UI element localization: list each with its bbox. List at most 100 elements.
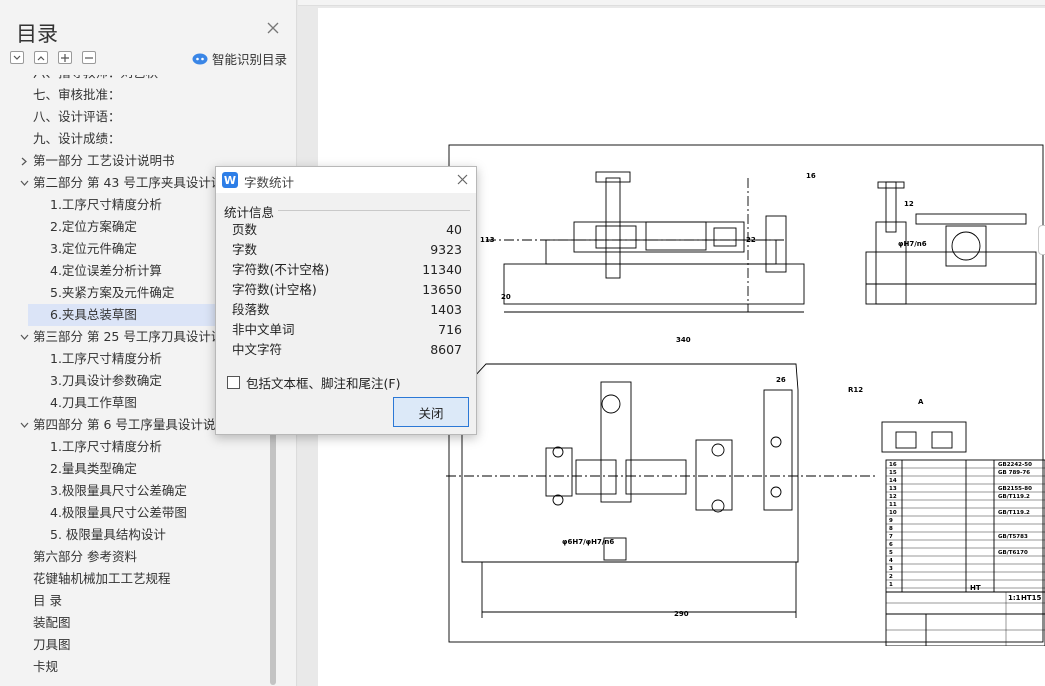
toc-item-label: 刀具图: [33, 637, 71, 652]
add-level-button[interactable]: [58, 51, 72, 64]
part-row-number: 1: [889, 582, 893, 588]
stat-value: 8607: [430, 342, 462, 357]
expand-all-button[interactable]: [34, 51, 48, 64]
part-row-number: 6: [889, 542, 893, 548]
toc-item-label: 六、指导教师：刘艺秋: [33, 75, 158, 80]
toc-item-label: 3.定位元件确定: [50, 241, 137, 256]
stat-label: 字数: [232, 242, 258, 257]
smart-robot-icon: [192, 53, 208, 64]
toc-subitem[interactable]: 5. 极限量具结构设计: [8, 524, 166, 546]
toc-subitem[interactable]: 4.刀具工作草图: [8, 392, 137, 414]
toc-list: 六、指导教师：刘艺秋七、审核批准：八、设计评语： 九、设计成绩： 第一部分 工艺设计…: [8, 75, 288, 686]
toc-subitem[interactable]: 5.夹紧方案及元件确定: [8, 282, 174, 304]
collapse-all-button[interactable]: [10, 51, 24, 64]
toc-subitem[interactable]: 1.工序尺寸精度分析: [8, 436, 162, 458]
dimension-label: φH7/n6: [898, 240, 927, 248]
stat-value: 9323: [430, 242, 462, 257]
toc-item[interactable]: 六、指导教师：刘艺秋: [8, 75, 158, 84]
part-row-number: 14: [889, 478, 897, 484]
standard-code: GB2242-50: [998, 462, 1032, 468]
toc-subitem[interactable]: 6.夹具总装草图: [28, 304, 253, 326]
part-row-number: 4: [889, 558, 893, 564]
chevron-down-icon: [13, 55, 21, 60]
chevron-right-icon[interactable]: [18, 150, 30, 172]
smart-toc-button[interactable]: 智能识别目录: [192, 49, 287, 68]
toc-subitem[interactable]: 4.定位误差分析计算: [8, 260, 162, 282]
toc-item[interactable]: 花键轴机械加工工艺规程: [8, 568, 171, 590]
stat-label: 字符数(计空格): [232, 282, 317, 297]
toc-item[interactable]: 九、设计成绩：: [8, 128, 121, 150]
dimension-label: φ6H7/φH7/n6: [562, 538, 614, 546]
part-row-number: 7: [889, 534, 893, 540]
dimension-label: 340: [676, 336, 691, 344]
stat-label: 中文字符: [232, 342, 283, 357]
stat-row: 字数 9323: [232, 240, 462, 260]
part-row-number: 11: [889, 502, 897, 508]
remove-level-button[interactable]: [82, 51, 96, 64]
toc-item[interactable]: 第四部分 第 6 号工序量具设计说明书: [8, 414, 240, 436]
toc-item[interactable]: 第六部分 参考资料: [8, 546, 137, 568]
toc-item[interactable]: 装配图: [8, 612, 71, 634]
stat-label: 段落数: [232, 302, 270, 317]
toc-item[interactable]: 第三部分 第 25 号工序刀具设计说明书: [8, 326, 248, 348]
standard-code: GB/T5783: [998, 534, 1028, 540]
toc-subitem[interactable]: 2.量具类型确定: [8, 458, 137, 480]
dimension-label: R12: [848, 386, 863, 394]
standard-code: GB2155-80: [998, 486, 1032, 492]
toc-scrollbar[interactable]: [270, 200, 276, 685]
stat-value: 716: [438, 322, 462, 337]
toc-item-label: 第一部分 工艺设计说明书: [33, 153, 175, 168]
part-row-number: 3: [889, 566, 893, 572]
toc-subitem[interactable]: 3.刀具设计参数确定: [8, 370, 162, 392]
toc-item[interactable]: 卡规: [8, 656, 58, 678]
smart-toc-label: 智能识别目录: [212, 52, 288, 67]
toc-item-label: 第四部分 第 6 号工序量具设计说明书: [33, 417, 241, 432]
toc-subitem[interactable]: 3.定位元件确定: [8, 238, 137, 260]
toc-item-label: 九、设计成绩：: [33, 131, 121, 146]
part-row-number: 10: [889, 510, 897, 516]
close-icon[interactable]: [266, 21, 280, 35]
dialog-titlebar: W 字数统计: [216, 167, 476, 193]
stat-value: 40: [446, 222, 462, 237]
chevron-down-icon[interactable]: [18, 414, 30, 436]
close-button[interactable]: 关闭: [393, 397, 469, 427]
stat-row: 字符数(不计空格)11340: [232, 260, 462, 280]
toc-item-label: 装配图: [33, 615, 71, 630]
toc-subitem[interactable]: 1.工序尺寸精度分析: [8, 348, 162, 370]
toc-item[interactable]: 八、设计评语：: [8, 106, 121, 128]
toc-item[interactable]: 刀具图: [8, 634, 71, 656]
toc-subitem[interactable]: 1.工序尺寸精度分析: [8, 194, 162, 216]
ruler-strip: [298, 0, 1045, 6]
stat-row: 字符数(计空格)13650: [232, 280, 462, 300]
close-icon[interactable]: [456, 173, 469, 186]
include-textbox-checkbox[interactable]: 包括文本框、脚注和尾注(F): [227, 373, 400, 392]
chevron-down-icon[interactable]: [18, 172, 30, 194]
part-row-number: 15: [889, 470, 897, 476]
toc-subitem[interactable]: 3.极限量具尺寸公差确定: [8, 480, 187, 502]
side-panel-handle[interactable]: [1038, 225, 1045, 255]
toc-item-label: 6.夹具总装草图: [50, 307, 137, 322]
toc-item[interactable]: 七、审核批准：: [8, 84, 121, 106]
title-block-scale: 1:1: [1008, 594, 1021, 602]
standard-code: GB/T119.2: [998, 510, 1030, 516]
part-row-number: 16: [889, 462, 897, 468]
toc-item-label: 2.量具类型确定: [50, 461, 137, 476]
title-block-part-no: HT15: [1021, 594, 1042, 602]
toc-item[interactable]: 目 录: [8, 590, 62, 612]
dimension-label: A: [918, 398, 924, 406]
toc-item[interactable]: 第一部分 工艺设计说明书: [8, 150, 174, 172]
toc-item[interactable]: 第二部分 第 43 号工序夹具设计说明书: [8, 172, 248, 194]
toc-item-label: 2.定位方案确定: [50, 219, 137, 234]
toc-subitem[interactable]: 4.极限量具尺寸公差带图: [8, 502, 187, 524]
stat-row: 中文字符 8607: [232, 340, 462, 360]
standard-code: GB 789-76: [998, 470, 1030, 476]
chevron-down-icon[interactable]: [18, 326, 30, 348]
stats-group-label: 统计信息: [224, 205, 275, 220]
toc-item-label: 4.刀具工作草图: [50, 395, 137, 410]
title-block-material: HT: [970, 584, 981, 592]
toc-subitem[interactable]: 2.定位方案确定: [8, 216, 137, 238]
checkbox-box[interactable]: [227, 376, 240, 389]
